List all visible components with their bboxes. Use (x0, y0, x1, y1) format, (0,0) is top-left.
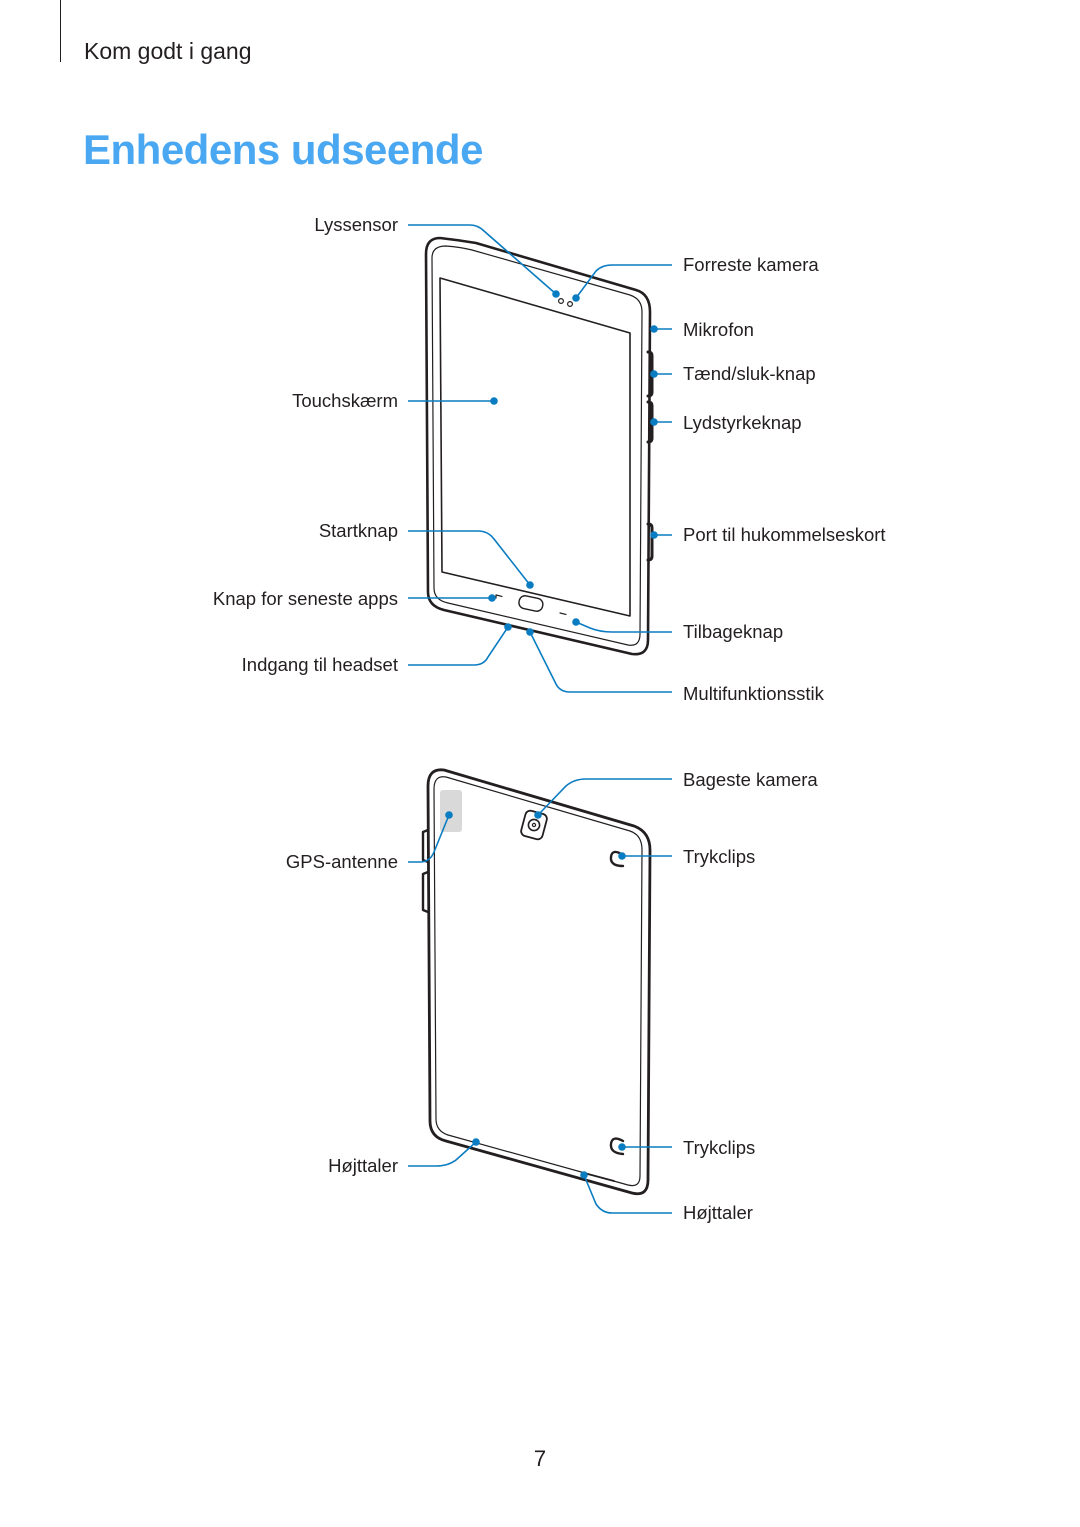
label-recent-apps-key: Knap for seneste apps (212, 588, 398, 609)
label-speaker-left: Højttaler (328, 1155, 398, 1176)
label-power-key: Tænd/sluk-knap (683, 363, 816, 384)
callout-lines (408, 224, 672, 1214)
section-header: Kom godt i gang (84, 38, 252, 64)
gps-antenna-area (440, 790, 462, 832)
label-gps-antenna: GPS-antenne (285, 851, 398, 872)
label-headset-jack: Indgang til headset (241, 654, 398, 675)
callout-dots (445, 290, 658, 1179)
page-title: Enhedens udseende (83, 126, 483, 173)
label-clip-bottom: Trykclips (683, 1137, 756, 1158)
label-volume-key: Lydstyrkeknap (683, 412, 802, 433)
label-multipurpose-jack: Multifunktionsstik (683, 683, 824, 704)
label-front-camera: Forreste kamera (683, 254, 819, 275)
label-rear-camera: Bageste kamera (683, 769, 818, 790)
front-tablet-illustration (424, 236, 654, 656)
label-speaker-right: Højttaler (683, 1202, 753, 1223)
label-home-key: Startknap (318, 520, 398, 541)
label-back-key: Tilbageknap (683, 621, 784, 642)
back-tablet-illustration (421, 768, 652, 1196)
header-rule (60, 0, 61, 62)
label-clip-top: Trykclips (683, 846, 756, 867)
label-touchscreen: Touchskærm (292, 390, 398, 411)
label-light-sensor: Lyssensor (314, 214, 398, 235)
page-number: 7 (533, 1446, 547, 1471)
label-microphone: Mikrofon (683, 319, 754, 340)
label-memory-card-slot: Port til hukommelseskort (683, 524, 886, 545)
